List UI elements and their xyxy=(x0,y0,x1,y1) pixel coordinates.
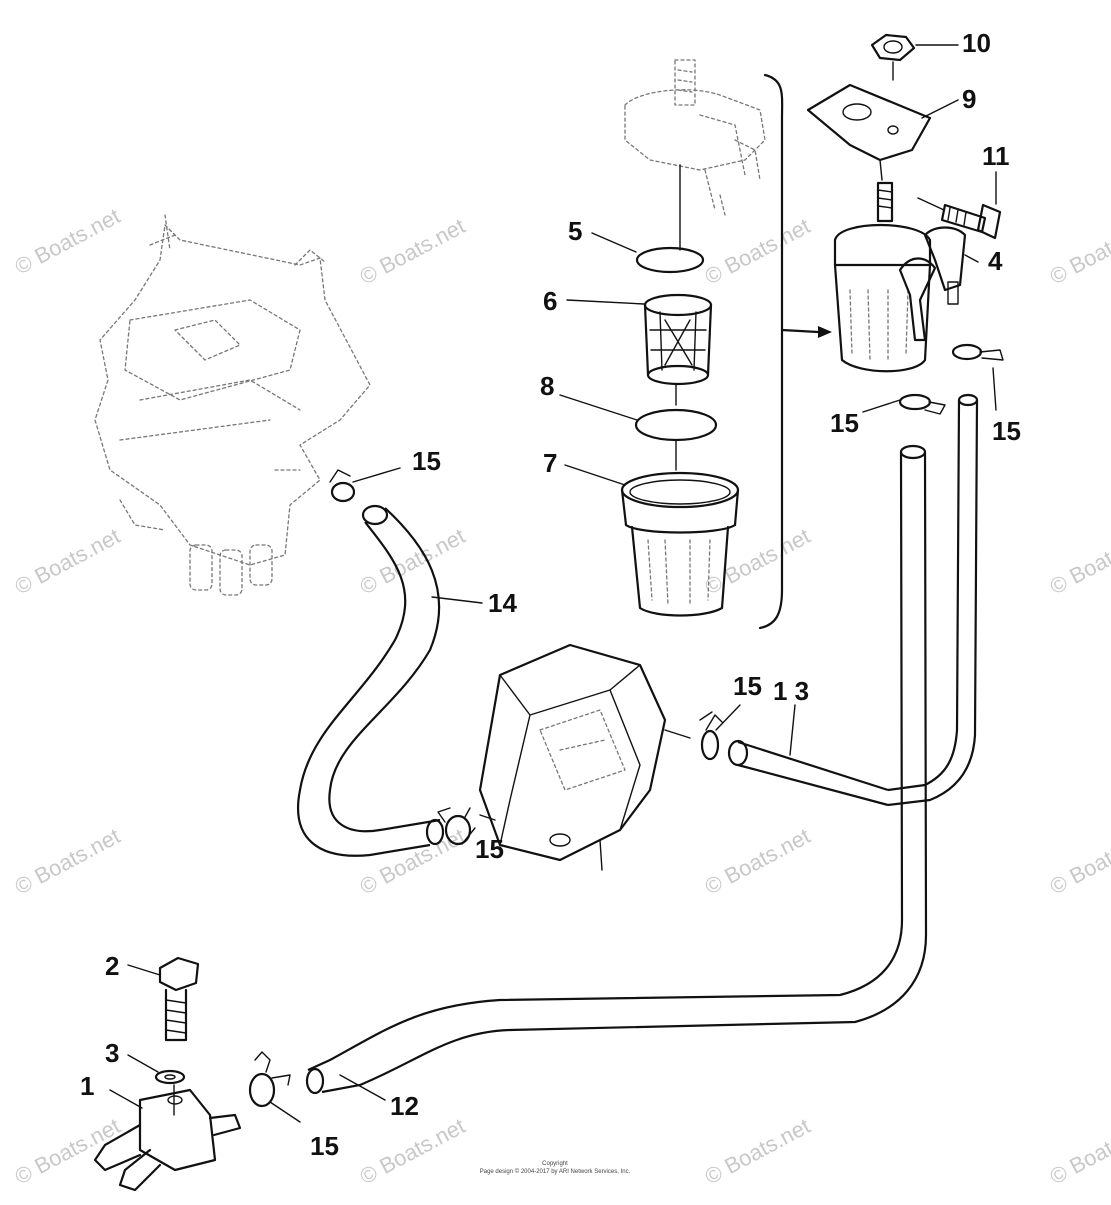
callout-15-filter-right: 15 xyxy=(992,416,1021,446)
callout-1: 1 xyxy=(80,1071,94,1101)
fuel-pump-illustration xyxy=(478,643,691,871)
fuel-pump-cover-illustration xyxy=(624,59,766,251)
clamp-fitting xyxy=(248,1051,301,1123)
callout-15-fitting: 15 xyxy=(310,1131,339,1161)
watermark: © Boats.net xyxy=(701,823,815,899)
callout-15-pump-left: 15 xyxy=(475,834,504,864)
watermark: © Boats.net xyxy=(701,1113,815,1189)
callout-6: 6 xyxy=(543,286,557,316)
part-3-washer xyxy=(127,1054,186,1116)
part-2-bolt xyxy=(127,956,200,1042)
callout-14: 14 xyxy=(488,588,517,618)
callout-5: 5 xyxy=(568,216,582,246)
part-11-bolt xyxy=(917,171,1002,240)
watermark-layer: © Boats.net © Boats.net © Boats.net © Bo… xyxy=(11,203,1111,1189)
callout-9: 9 xyxy=(962,84,976,114)
footer-line-2: Page design © 2004-2017 by ARI Network S… xyxy=(480,1168,631,1175)
watermark: © Boats.net xyxy=(356,523,470,599)
callout-3: 3 xyxy=(105,1038,119,1068)
clamp-pump-left xyxy=(437,807,476,846)
watermark: © Boats.net xyxy=(1046,213,1111,289)
callout-13: 1 3 xyxy=(773,676,809,706)
watermark: © Boats.net xyxy=(11,523,125,599)
footer-line-1: Copyright xyxy=(542,1161,568,1167)
watermark: © Boats.net xyxy=(1046,1113,1111,1189)
callout-15-carb: 15 xyxy=(412,446,441,476)
callout-4: 4 xyxy=(988,246,1003,276)
footer-copyright: Copyright Page design © 2004-2017 by ARI… xyxy=(480,1161,631,1175)
watermark: © Boats.net xyxy=(1046,523,1111,599)
part-9-bracket xyxy=(806,83,959,181)
part-5-o-ring xyxy=(591,232,705,274)
part-7-filter-bowl xyxy=(564,464,740,617)
callout-12: 12 xyxy=(390,1091,419,1121)
callout-labels: 1 2 3 4 5 6 7 8 9 10 11 12 1 3 14 15 15 … xyxy=(80,28,1021,1161)
watermark: © Boats.net xyxy=(356,1113,470,1189)
callout-2: 2 xyxy=(105,951,119,981)
callout-15-pump-right: 15 xyxy=(733,671,762,701)
part-12-long-hose xyxy=(305,444,928,1101)
callout-10: 10 xyxy=(962,28,991,58)
callout-11: 11 xyxy=(982,141,1010,171)
clamp-filter-left xyxy=(862,393,946,415)
part-13-hose xyxy=(727,704,889,807)
watermark: © Boats.net xyxy=(701,523,815,599)
watermark: © Boats.net xyxy=(11,823,125,899)
part-4-fuel-filter xyxy=(833,181,979,373)
watermark: © Boats.net xyxy=(11,203,125,279)
callout-7: 7 xyxy=(543,448,557,478)
watermark: © Boats.net xyxy=(1046,823,1111,899)
clamp-pump-right xyxy=(699,704,741,761)
part-8-gasket xyxy=(559,394,718,471)
watermark: © Boats.net xyxy=(356,823,470,899)
part-10-nut xyxy=(870,33,959,81)
callout-15-filter-left: 15 xyxy=(830,408,859,438)
watermark: © Boats.net xyxy=(11,1113,125,1189)
part-6-filter-screen xyxy=(566,293,713,406)
part-1-fitting xyxy=(93,1088,242,1192)
watermark: © Boats.net xyxy=(701,213,815,289)
watermark: © Boats.net xyxy=(356,213,470,289)
callout-8: 8 xyxy=(540,371,554,401)
clamp-carburetor xyxy=(329,467,401,503)
carburetor-illustration xyxy=(94,214,371,596)
group-bracket xyxy=(758,73,832,630)
part-14-hose xyxy=(297,504,483,857)
clamp-filter-right xyxy=(951,343,1004,411)
